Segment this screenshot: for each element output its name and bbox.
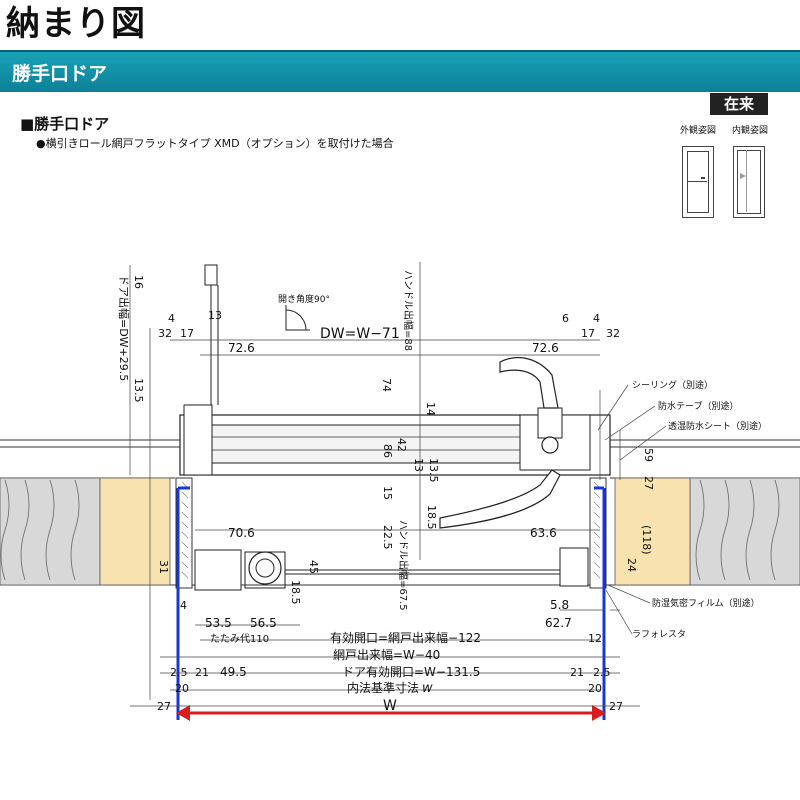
dim-2-5-right: 2.5: [593, 666, 611, 679]
dim-13-5-mid: 13.5: [427, 458, 440, 483]
dim-20-left: 20: [175, 682, 189, 695]
banner-label: 勝手口ドア: [12, 63, 108, 85]
dim-70-6: 70.6: [228, 526, 255, 540]
open-angle-label: 開き角度90°: [278, 293, 330, 305]
section-subtitle: ●横引きロール網戸フラットタイプ XMD（オプション）を取付けた場合: [36, 137, 394, 150]
dim-53-5: 53.5: [205, 616, 232, 630]
dim-15: 15: [381, 486, 394, 500]
dim-72-6-right: 72.6: [532, 341, 559, 355]
dim-74: 74: [380, 378, 393, 392]
dim-13-5-left: 13.5: [132, 378, 145, 403]
door-open-section: [204, 264, 218, 286]
interior-door-thumbnail: [733, 146, 765, 218]
dim-31: 31: [157, 560, 170, 574]
insulation-right: [689, 477, 800, 586]
dim-59: 59: [642, 448, 655, 462]
dim-21-left: 21: [195, 666, 209, 679]
callout-waterproof-tape: 防水テープ（別途）: [658, 400, 738, 412]
handle-outer: [499, 357, 559, 409]
dim-inner-standard: 内法基準寸法: [347, 680, 419, 695]
dim-45: 45: [307, 560, 320, 574]
callout-sealing: シーリング（別途）: [632, 379, 713, 391]
dim-5-8: 5.8: [550, 598, 569, 612]
dimension-lines: [129, 262, 640, 707]
callout-leaders: [597, 384, 667, 635]
dim-17-left: 17: [180, 327, 194, 340]
dim-63-6: 63.6: [530, 526, 557, 540]
dim-handle-width-bottom: ハンドル出幅=67.5: [397, 520, 410, 611]
jamb-right: [589, 477, 607, 589]
dim-4-bottom: 4: [180, 599, 187, 612]
page-title: 納まり図: [6, 4, 146, 44]
door-leaf: [199, 424, 531, 464]
dim-6: 6: [562, 312, 569, 325]
dim-4-left: 4: [168, 312, 175, 325]
insulation-pattern: [0, 479, 780, 581]
dim-17-right: 17: [581, 327, 595, 340]
callout-vapor-film: 防湿気密フィルム（別途）: [652, 597, 760, 609]
interior-view-label: 内観姿図: [732, 126, 769, 136]
door-frame: [179, 414, 611, 476]
dim-12: 12: [588, 632, 602, 645]
dim-inner-w: w: [422, 681, 433, 696]
dim-20-right: 20: [588, 682, 602, 695]
dim-18-5-left: 18.5: [289, 580, 302, 605]
dim-door-width: ドア出幅=DW+29.5: [117, 275, 131, 381]
dim-14: 14: [424, 402, 437, 416]
dim-56-5: 56.5: [250, 616, 277, 630]
dim-16: 16: [132, 275, 145, 289]
dim-13-mid: 13: [412, 458, 425, 472]
dim-86: 86: [381, 444, 394, 458]
dim-dw: DW=W−71: [320, 326, 400, 342]
jamb-hatching: [181, 481, 601, 579]
dim-door-effective: ドア有効開口=W−131.5: [342, 664, 480, 679]
dim-tatami: たたみ代110: [210, 633, 269, 645]
screen-case-left: [194, 549, 242, 591]
exterior-view-label: 外観姿図: [680, 126, 717, 136]
dim-49-5: 49.5: [220, 665, 247, 679]
exterior-door-thumbnail: [682, 146, 714, 218]
dim-27-right: 27: [609, 700, 623, 713]
wood-stud-right: [614, 477, 691, 586]
dim-2-5-left: 2.5: [170, 666, 188, 679]
callout-breathable-sheet: 透湿防水シート（別途）: [668, 420, 767, 432]
dim-27-mid: 27: [642, 476, 655, 490]
dim-62-7: 62.7: [545, 616, 572, 630]
dim-32-right: 32: [606, 327, 620, 340]
dim-72-6-left: 72.6: [228, 341, 255, 355]
dim-24: 24: [625, 558, 638, 572]
dim-handle-width-top: ハンドル出幅=88: [402, 270, 415, 351]
callout-raforesta: ラフォレスタ: [632, 629, 686, 640]
wood-stud-left: [99, 477, 171, 586]
dim-22-5: 22.5: [381, 525, 394, 550]
dim-21-right: 21: [570, 666, 584, 679]
dim-W: W: [383, 698, 397, 714]
screen-case-right: [559, 547, 589, 587]
dim-screen-width: 網戸出来幅=W−40: [333, 647, 440, 662]
dim-4-right: 4: [593, 312, 600, 325]
dim-118: (118): [640, 525, 653, 555]
jamb-left: [175, 477, 193, 589]
handle-inner: [439, 469, 561, 529]
insulation-left: [0, 477, 101, 586]
construction-type-badge: 在来: [710, 93, 768, 115]
dim-42: 42: [395, 438, 408, 452]
dim-27-left: 27: [157, 700, 171, 713]
section-banner: 勝手口ドア: [0, 50, 800, 92]
section-heading: ■勝手口ドア: [20, 115, 110, 133]
dim-18-5-mid: 18.5: [425, 505, 438, 530]
dim-effective-opening: 有効開口=網戸出来幅−122: [330, 630, 481, 645]
hinge-detail: [183, 404, 213, 476]
dim-13-left: 13: [208, 309, 222, 322]
dim-32-left: 32: [158, 327, 172, 340]
